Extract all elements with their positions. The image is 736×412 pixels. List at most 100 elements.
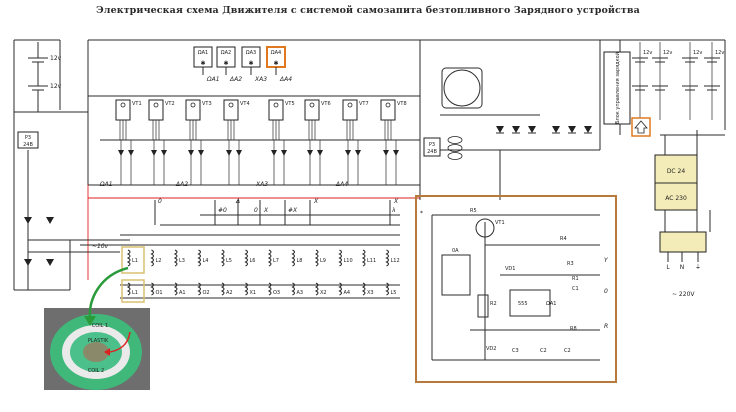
inset-label: R4 [560,236,567,242]
coil-top-label: L4 [203,258,209,264]
coil-bottom-label: O2 [203,290,210,296]
signal-top-label: XA3 [254,76,267,83]
coil-bottom-label: L5 [391,290,397,296]
relay-mid-name: P3 [429,142,435,148]
led-symbol [447,152,463,160]
left-bridge-diode [46,217,54,224]
inset-output: 0 [604,288,608,295]
coil-top-label: L9 [320,258,326,264]
optocoupler-label: ΩA1 [198,50,208,56]
transistor-label: VT1 [132,101,142,107]
inset-label: R1 [572,276,579,282]
coil-highlight [121,279,145,303]
bus-label: 0 [158,198,162,205]
mains-box [659,231,707,253]
battery-right-label: 12v [693,50,702,56]
mains-terminal: ⏚ [695,264,701,271]
battery-left-label: 12v [50,55,62,62]
optocoupler-label: ΩA3 [246,50,256,56]
relay-mid [423,137,441,157]
battery-right-label: 12v [715,50,724,56]
coil-top-label: L5 [226,258,232,264]
coil-symbol [126,282,131,296]
transistor-hole [120,102,126,108]
optocoupler-label: ΩA2 [221,50,231,56]
bridge-diode [528,126,536,133]
bus-label: λ [391,207,396,214]
transistor-hole [153,102,159,108]
inset-label: R5 [470,208,477,214]
red-arrowhead [104,348,110,356]
optocoupler-star: ✱ [200,60,205,67]
coil2-label: COIL 2 [88,368,104,374]
transistor-hole [309,102,315,108]
coil-symbol [314,249,319,267]
up-arrow-icon [634,120,648,134]
coil-top-label: L12 [391,258,400,264]
battery-right-label: 12v [643,50,652,56]
battery-right-label: 12v [663,50,672,56]
page-title: Электрическая схема Движителя с системой… [96,5,640,16]
battery-left-label: 12v [50,83,62,90]
signal-bottom-label: ΔA4 [335,181,348,188]
coil-bottom-label: A3 [297,290,304,296]
control-block-label: Блок управления зарядкой [614,52,621,124]
wiring [13,39,726,299]
transistor-label: VT6 [321,101,331,107]
optocoupler-star: ✱ [223,60,228,67]
coil-top-label: L1 [132,258,138,264]
coil-symbol [244,282,248,296]
left-bridge-diode [24,259,32,266]
coil-symbol [338,282,342,296]
inset-label: ΩA1 [546,301,556,307]
coil-bottom-label: O1 [156,290,163,296]
mains-voltage: ~ 220V [672,291,695,298]
relay-left [17,131,39,149]
coil-top-label: L2 [156,258,162,264]
psu-top-label: DC 24 [667,168,686,175]
inset-label: R2 [490,301,497,307]
transistor-label: VT3 [202,101,212,107]
transistor-hole [347,102,353,108]
inset-label: VD2 [486,346,496,352]
coil-symbol [197,249,201,267]
coil-symbol [126,249,131,267]
coil-symbol [361,282,366,296]
inset-opto-label: 0A [452,248,459,254]
coil-symbol [173,282,178,296]
inset-label: R8 [570,326,577,332]
signal-bottom-label: XA3 [255,181,268,188]
signal-bottom-label: ΔA2 [175,181,188,188]
coil-bottom-label: A2 [226,290,233,296]
inset-label: C1 [572,286,579,292]
coil-symbol [291,249,295,267]
bridge-diode [512,126,520,133]
coil-symbol [244,249,248,267]
left-bridge-diode [24,217,32,224]
inset-output: Y [604,257,609,264]
inset-schematic [415,195,617,383]
transistor-hole [228,102,234,108]
signal-top-label: ΩA1 [206,76,220,83]
bridge-diode [584,126,592,133]
coil-symbol [385,249,389,267]
bridge-diode [552,126,560,133]
coil-bottom-label: L1 [132,290,138,296]
coil-symbol [197,282,201,296]
mains-terminal: N [680,264,685,271]
inset-label: C3 [512,348,519,354]
mains-terminal: L [666,264,670,271]
transistor-hole [385,102,391,108]
signal-top-label: ΔA2 [229,76,242,83]
coil-bottom-label: X2 [320,290,327,296]
bridge-diode [496,126,504,133]
voltage-bus-label: ~10v [92,243,109,250]
signal-top-label: ΔA4 [279,76,292,83]
signal-bottom-label: ΩA1 [99,181,113,188]
green-arrowhead [84,316,96,326]
coil-bottom-label: X1 [250,290,257,296]
transistor-hole [190,102,196,108]
transistor-label: VT8 [397,101,407,107]
